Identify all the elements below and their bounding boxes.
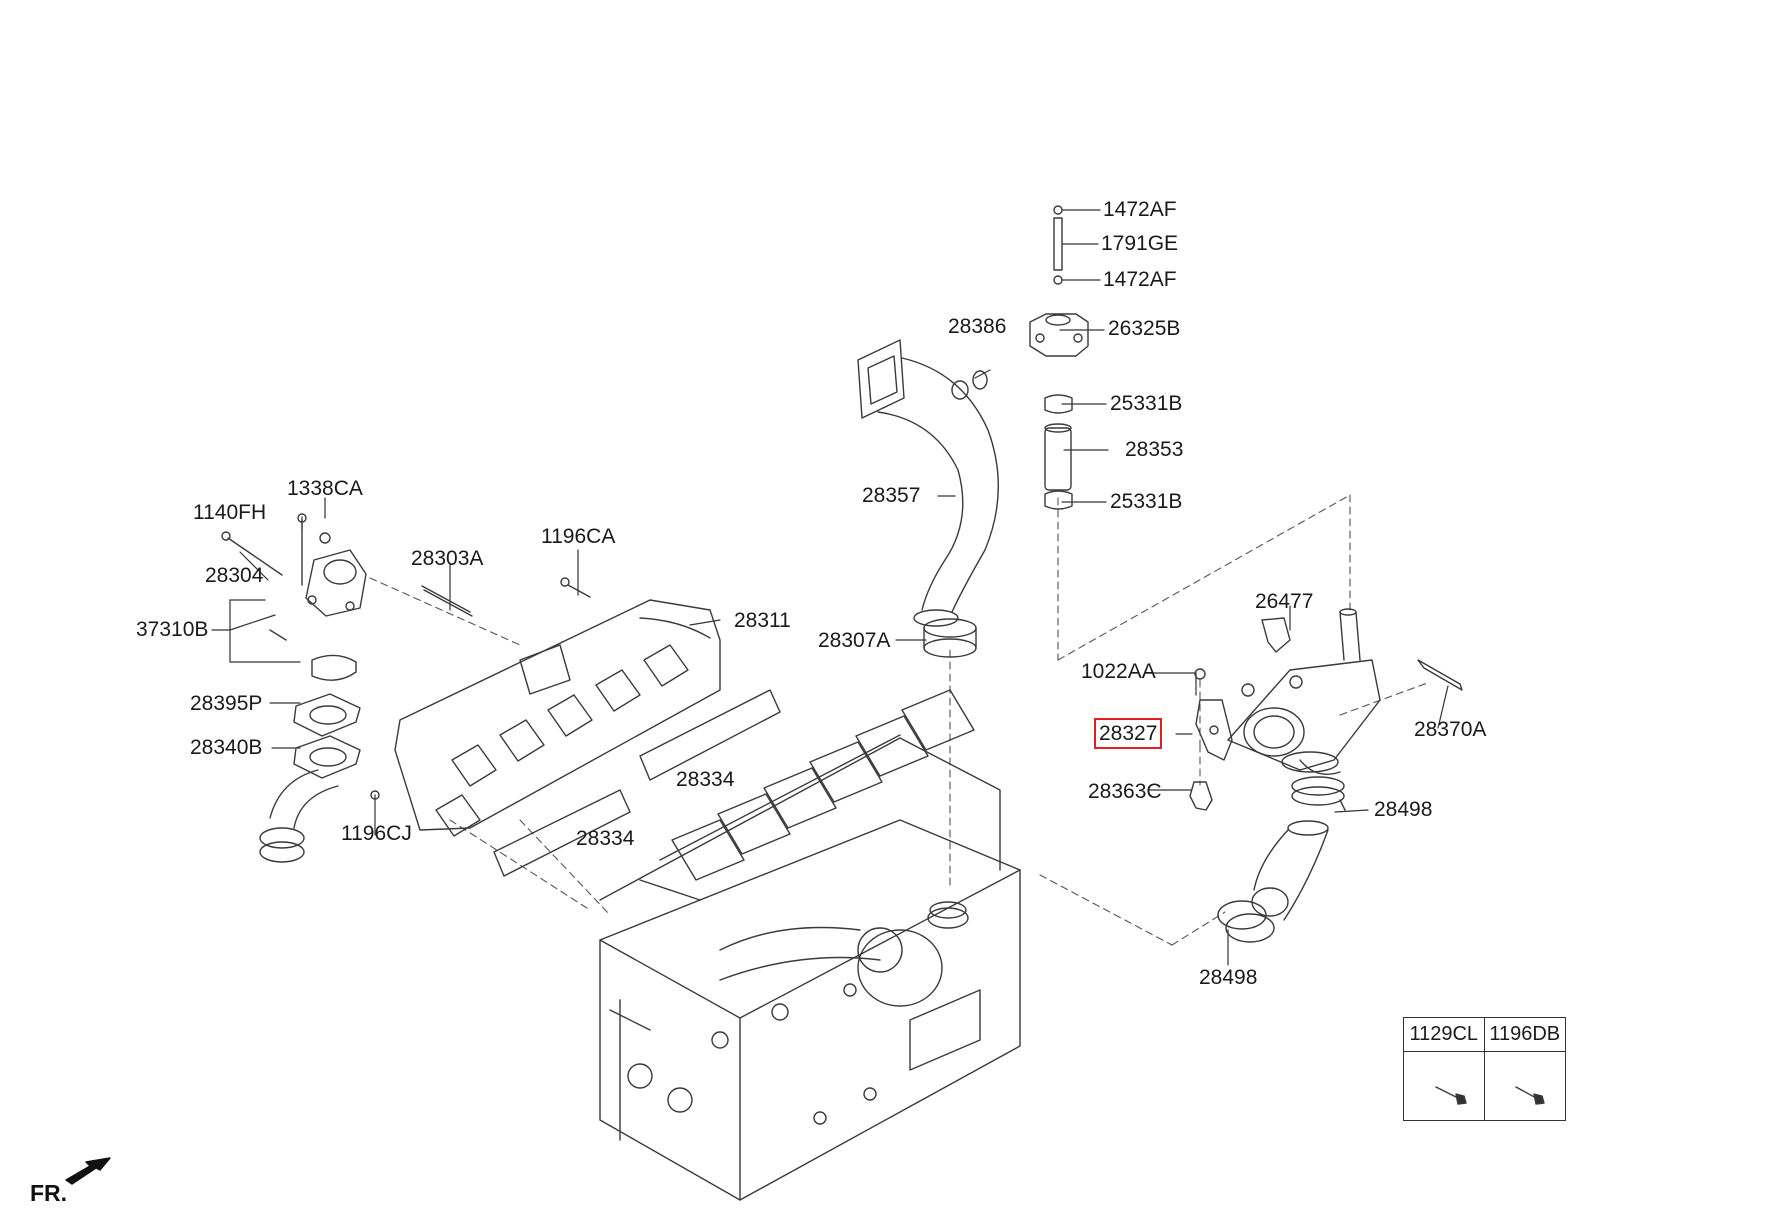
part-label-1472af-top[interactable]: 1472AF: [1103, 198, 1177, 221]
part-label-28334-upper[interactable]: 28334: [676, 768, 735, 791]
turbo-assembly: [1227, 608, 1381, 775]
part-label-25331b-top[interactable]: 25331B: [1110, 392, 1183, 415]
part-label-28370a[interactable]: 28370A: [1414, 718, 1487, 741]
part-label-28340b[interactable]: 28340B: [190, 736, 263, 759]
part-label-1338ca[interactable]: 1338CA: [287, 477, 363, 500]
bolt-reference-table: 1129CL 1196DB: [1403, 1017, 1566, 1121]
part-label-28395p[interactable]: 28395P: [190, 692, 263, 715]
engine-block: [599, 689, 1021, 1201]
elbow-hose: [1251, 820, 1329, 921]
part-label-28327[interactable]: 28327: [1093, 718, 1163, 749]
part-label-25331b-bottom[interactable]: 25331B: [1110, 490, 1183, 513]
part-label-28363c[interactable]: 28363C: [1088, 780, 1162, 803]
bracket-28370a: [1417, 659, 1463, 691]
part-label-28498-lower[interactable]: 28498: [1199, 966, 1258, 989]
curved-pipe-28357: [857, 339, 999, 627]
part-label-28307a[interactable]: 28307A: [818, 629, 891, 652]
leader-lines: [211, 209, 1449, 966]
part-label-28334-lower[interactable]: 28334: [576, 827, 635, 850]
front-direction-label: FR.: [30, 1180, 68, 1206]
part-label-37310b[interactable]: 37310B: [136, 618, 209, 641]
part-label-1791ge[interactable]: 1791GE: [1101, 232, 1179, 255]
bolt-table-header-1129cl[interactable]: 1129CL: [1404, 1018, 1485, 1052]
bracket-28363c: [1189, 781, 1213, 811]
bolt-1196cj: [370, 790, 380, 800]
part-label-1196ca[interactable]: 1196CA: [541, 525, 616, 548]
ring-28307a: [923, 618, 977, 658]
part-label-1196cj[interactable]: 1196CJ: [341, 822, 412, 845]
hose-clamp-lower-28498: [1217, 900, 1275, 943]
part-label-26325b[interactable]: 26325B: [1108, 317, 1181, 340]
bolt-table-cell-1196db: [1485, 1052, 1566, 1120]
part-label-28353[interactable]: 28353: [1125, 438, 1184, 461]
part-label-28311[interactable]: 28311: [734, 609, 791, 632]
bolt-table-header-1196db[interactable]: 1196DB: [1484, 1018, 1565, 1052]
stud-28303a: [421, 585, 473, 617]
left-flange-assembly: [221, 513, 367, 863]
bolt-1129cl-icon: [1435, 1086, 1467, 1105]
front-arrow-icon: [65, 1157, 111, 1185]
vertical-tube-assembly: [1029, 205, 1089, 510]
fitting-26477: [1261, 617, 1291, 653]
part-label-28498-upper[interactable]: 28498: [1374, 798, 1433, 821]
part-label-1472af-bottom[interactable]: 1472AF: [1103, 268, 1177, 291]
part-label-28304[interactable]: 28304: [205, 564, 264, 587]
part-label-28303a[interactable]: 28303A: [411, 547, 484, 570]
part-label-28357[interactable]: 28357: [862, 484, 921, 507]
part-label-28386[interactable]: 28386: [948, 315, 1007, 338]
hose-clamp-upper-28498: [1291, 776, 1346, 811]
part-label-1140fh[interactable]: 1140FH: [193, 501, 267, 524]
bolt-table-cell-1129cl: [1404, 1052, 1485, 1120]
bolt-1196ca: [560, 577, 591, 598]
bracket-28327: [1194, 668, 1233, 761]
part-label-1022aa[interactable]: 1022AA: [1081, 660, 1156, 683]
intake-manifold-28311: [394, 599, 721, 837]
bolt-1196db-icon: [1515, 1086, 1545, 1105]
part-label-26477[interactable]: 26477: [1255, 590, 1314, 613]
assembly-dashed-lines: [369, 494, 1431, 946]
gaskets-28334: [493, 689, 781, 877]
